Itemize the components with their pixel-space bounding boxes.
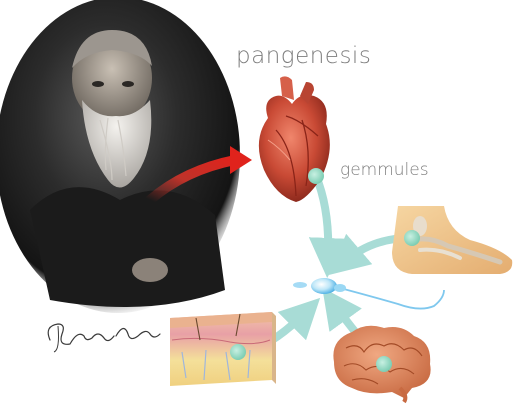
gemmule-brain (376, 356, 392, 372)
gemmule-foot (404, 230, 420, 246)
gemmule-skin (230, 344, 246, 360)
gemmules-label: gemmules (340, 160, 429, 180)
sperm-cell (293, 278, 444, 309)
diagram-title: pangenesis (236, 43, 371, 69)
gemmule-heart (308, 168, 324, 184)
portrait-photo (0, 0, 240, 313)
signature (48, 324, 160, 352)
skin-organ (170, 312, 276, 386)
arrow-from-heart (316, 176, 328, 258)
